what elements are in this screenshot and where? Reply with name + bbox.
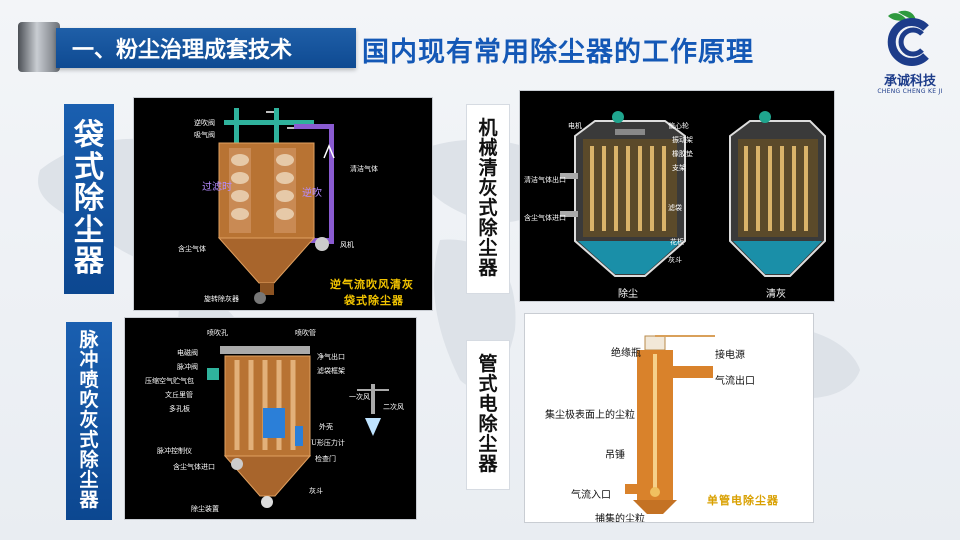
label-perforated-plate: 多孔板 (169, 405, 190, 413)
bag-caption-line1: 逆气流吹风清灰 (330, 278, 414, 291)
label-clean-gas-outlet: 清洁气体出口 (524, 176, 566, 184)
label-solenoid: 电磁阀 (177, 349, 198, 357)
label-char: 除 (478, 216, 498, 239)
label-char: 除 (478, 413, 498, 435)
label-dusty-gas-inlet: 含尘气体进口 (524, 214, 566, 222)
label-rotary-valve: 旋转除灰器 (204, 295, 239, 303)
mechanical-filter-drawing (560, 111, 826, 277)
tubular-esp-label: 管 式 电 除 尘 器 (466, 340, 510, 490)
bag-caption-line2: 袋式除尘器 (344, 294, 404, 307)
label-reverse-blow: 逆吹 (302, 188, 322, 199)
label-dusty-inlet: 含尘气体进口 (173, 463, 215, 471)
label-exhaust-valve: 吸气阀 (194, 131, 215, 139)
section-header-tab: 一、粉尘治理成套技术 (18, 22, 356, 72)
label-insulator: 绝缘瓶 (611, 348, 641, 359)
label-char: 尘 (478, 236, 498, 259)
pulse-filter-drawing (207, 346, 389, 508)
label-char: 电 (478, 393, 498, 416)
label-motor: 电机 (568, 122, 582, 130)
label-filtering: 过滤时 (202, 182, 232, 193)
label-char: 尘 (74, 212, 104, 248)
label-char: 袋 (74, 118, 104, 154)
label-power: 接电源 (715, 350, 745, 361)
label-blow-pipe: 喷吹管 (295, 329, 316, 337)
label-char: 器 (478, 452, 498, 475)
label-nozzle-hole: 喷吹孔 (207, 329, 228, 337)
bag-filter-diagram: 逆吹阀 吸气阀 清洁气体 过滤时 逆吹 含尘气体 风机 旋转除灰器 逆气流吹风清… (133, 97, 433, 311)
label-pulse-ash-hopper: 灰斗 (309, 487, 323, 495)
header-tab-scroll-cap (18, 22, 60, 72)
label-char: 冲 (79, 349, 99, 372)
label-char: 式 (79, 428, 99, 451)
label-primary-air: 一次风 (349, 393, 370, 401)
label-char: 脉 (79, 329, 99, 352)
label-char: 吹 (79, 389, 99, 412)
label-char: 管 (478, 353, 498, 376)
label-hammer: 吊锤 (605, 450, 625, 461)
mechanical-filter-label: 机 械 清 灰 式 除 尘 器 (466, 104, 510, 294)
label-pulse-controller: 脉冲控制仪 (157, 447, 192, 455)
label-char: 喷 (79, 369, 99, 392)
label-char: 械 (478, 137, 498, 160)
label-u-manometer: U形压力计 (311, 439, 345, 447)
pulse-filter-label: 脉 冲 喷 吹 灰 式 除 尘 器 (66, 322, 112, 520)
label-char: 器 (478, 256, 498, 279)
mechanical-filter-diagram: 电机 偏心轮 振动架 橡胶垫 支架 清洁气体出口 含尘气体进口 滤袋 花板 灰斗… (519, 90, 835, 302)
bag-filter-label: 袋 式 除 尘 器 (64, 104, 114, 294)
label-inspection-door: 检查门 (315, 455, 336, 463)
label-shell: 外壳 (319, 423, 333, 431)
label-air-tank: 压缩空气贮气包 (145, 377, 194, 385)
label-reverse-valve: 逆吹阀 (194, 119, 215, 127)
label-secondary-air: 二次风 (383, 403, 404, 411)
tubular-caption: 单管电除尘器 (707, 494, 779, 507)
tubular-esp-drawing (625, 335, 715, 514)
label-ash-hopper: 灰斗 (668, 256, 682, 264)
pulse-filter-diagram: 喷吹孔 喷吹管 电磁阀 脉冲阀 压缩空气贮气包 文丘里管 多孔板 净气出口 滤袋… (124, 317, 417, 520)
logo-emblem-icon (887, 10, 929, 66)
label-venturi: 文丘里管 (165, 391, 193, 399)
label-captured: 捕集的尘粒 (595, 514, 645, 523)
label-char: 式 (478, 197, 498, 219)
label-gas-inlet: 气流入口 (571, 490, 611, 501)
label-char: 机 (478, 117, 498, 140)
company-logo: 承诚科技 CHENG CHENG KE JI (864, 8, 956, 98)
caption-clean: 清灰 (766, 289, 786, 300)
bag-filter-drawing (217, 108, 335, 304)
label-char: 尘 (79, 468, 99, 491)
label-char: 式 (478, 373, 498, 396)
section-title: 一、粉尘治理成套技术 (56, 28, 356, 68)
label-flower-plate: 花板 (670, 238, 684, 246)
tubular-esp-diagram: 绝缘瓶 接电源 气流出口 集尘极表面上的尘粒 吊锤 气流入口 捕集的尘粒 单管电… (524, 313, 814, 523)
label-clean-outlet: 净气出口 (317, 353, 345, 361)
label-bracket: 支架 (672, 164, 686, 172)
label-gas-outlet: 气流出口 (715, 376, 755, 387)
label-eccentric: 偏心轮 (668, 122, 689, 130)
label-char: 除 (74, 181, 104, 217)
caption-collect: 除尘 (618, 289, 638, 300)
label-dusty-gas: 含尘气体 (178, 245, 206, 253)
label-rubber-pad: 橡胶垫 (672, 150, 693, 158)
label-vibration-frame: 振动架 (672, 136, 693, 144)
label-clean-gas: 清洁气体 (350, 165, 378, 173)
label-pulse-valve: 脉冲阀 (177, 363, 198, 371)
label-bag-frame: 滤袋框架 (317, 367, 345, 375)
label-char: 尘 (478, 432, 498, 455)
label-char: 灰 (79, 409, 99, 432)
label-dust-on-plate: 集尘极表面上的尘粒 (545, 410, 635, 421)
label-char: 器 (74, 244, 104, 280)
label-char: 式 (74, 149, 104, 185)
label-dust-discharge: 除尘装置 (191, 505, 219, 513)
label-fan: 风机 (340, 241, 354, 249)
label-char: 灰 (478, 177, 498, 200)
logo-name-cn: 承诚科技 (883, 74, 936, 89)
label-filter-bag: 滤袋 (668, 204, 682, 212)
label-char: 清 (478, 157, 498, 180)
page-title: 国内现有常用除尘器的工作原理 (362, 37, 754, 68)
label-char: 除 (79, 448, 99, 471)
label-char: 器 (79, 488, 99, 511)
logo-name-en: CHENG CHENG KE JI (877, 88, 943, 95)
